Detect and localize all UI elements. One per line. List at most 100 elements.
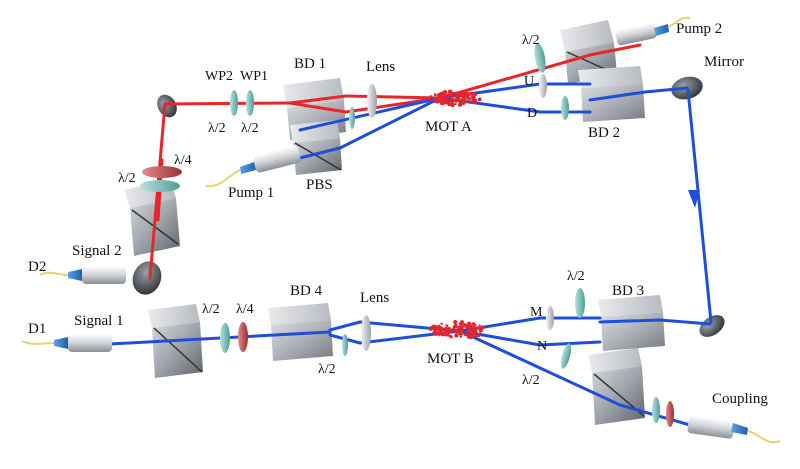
lens-bottom [361, 315, 371, 351]
label-mot-b: MOT B [427, 351, 474, 367]
atom-dot [468, 98, 471, 101]
label-half-wave-wp2: λ/2 [208, 121, 226, 136]
atom-dot [476, 333, 481, 338]
u-waveplate [539, 74, 547, 98]
label-quarter-wave-signal2: λ/4 [174, 153, 192, 168]
label-quarter-wave-signal1: λ/4 [236, 302, 254, 317]
label-n: N [537, 339, 548, 354]
atom-dot [449, 335, 453, 339]
atom-dot [461, 100, 466, 106]
signal2-quarter-wave-plate [142, 166, 182, 178]
atom-dot [442, 327, 446, 331]
label-mirror: Mirror [704, 54, 744, 70]
atom-dot [478, 97, 482, 101]
label-bd3: BD 3 [612, 283, 645, 299]
atom-dot [428, 98, 432, 101]
label-wp2: WP2 [205, 69, 233, 84]
mirror-top-left [157, 94, 177, 118]
mot-a-atom-cloud [428, 89, 482, 108]
atom-dot [440, 101, 445, 106]
atom-dot [445, 324, 448, 327]
atom-dot [454, 92, 457, 95]
signal2-fiber-coupler [39, 266, 126, 284]
label-half-wave-bd3: λ/2 [567, 269, 585, 284]
coupling-waveplate-2 [666, 401, 674, 427]
atom-dot [478, 326, 482, 331]
label-d1: D1 [28, 321, 47, 337]
atom-dot [466, 334, 471, 339]
atom-dot [434, 331, 439, 336]
bd4-half-wave-plate [342, 334, 348, 356]
atom-dot [440, 95, 444, 98]
atom-dot [459, 103, 462, 106]
atom-dot [433, 93, 437, 97]
atom-dot [438, 326, 444, 332]
wp2-waveplate [230, 90, 238, 116]
label-u: U [524, 74, 535, 89]
label-bd4: BD 4 [290, 283, 323, 299]
atom-dot [468, 328, 471, 331]
atom-dot [460, 328, 463, 332]
label-half-wave-n: λ/2 [522, 373, 540, 388]
label-signal-1: Signal 1 [74, 313, 124, 329]
atom-dot [432, 324, 437, 329]
atom-dot [457, 97, 461, 102]
d-waveplate [561, 96, 569, 120]
pump1-fiber-coupler [205, 145, 301, 188]
atom-dot [453, 323, 458, 329]
label-half-wave-wp1: λ/2 [241, 121, 259, 136]
atom-dot [449, 100, 452, 103]
wp1-waveplate [246, 90, 254, 116]
signal1-half-wave-plate [220, 323, 230, 353]
atom-dot [438, 334, 441, 337]
atom-dot [461, 91, 465, 95]
atom-dot [453, 329, 457, 332]
label-half-wave-bd4: λ/2 [318, 362, 336, 377]
mirror-signal-2 [132, 261, 162, 295]
label-pbs: PBS [306, 177, 333, 193]
atom-dot [469, 91, 474, 96]
atom-dot [474, 93, 478, 97]
atom-dot [478, 324, 481, 327]
atom-dot [466, 99, 470, 103]
atom-dot [451, 100, 455, 104]
coupling-waveplate-1 [652, 397, 660, 423]
beam-direction-arrow [688, 190, 700, 208]
atom-dot [440, 322, 443, 325]
atom-dot [459, 335, 463, 338]
m-waveplate [546, 306, 554, 330]
atom-dot [440, 332, 445, 337]
coupling-pbs-cube [588, 348, 645, 425]
atom-dot [458, 322, 462, 326]
label-pump-1: Pump 1 [228, 185, 275, 201]
label-mot-a: MOT A [425, 119, 472, 135]
label-lens-top: Lens [366, 59, 396, 75]
atom-dot [451, 98, 454, 101]
atom-dot [428, 327, 432, 331]
signal1-fiber-coupler [21, 334, 112, 352]
label-half-wave-pump2: λ/2 [522, 33, 540, 48]
pump2-fiber-coupler [615, 16, 691, 46]
atom-dot [429, 95, 433, 98]
atom-dot [445, 99, 451, 105]
atom-dot [466, 92, 471, 97]
label-half-wave-signal1: λ/2 [202, 302, 220, 317]
coupling-fiber-coupler [687, 415, 781, 444]
signal2-half-wave-plate [140, 180, 180, 192]
atom-dot [458, 331, 463, 336]
pump2-half-wave-plate [534, 43, 546, 73]
atom-dot [454, 102, 457, 106]
atom-dot [442, 90, 448, 95]
label-bd1: BD 1 [294, 56, 327, 72]
pbs-cube [290, 120, 342, 175]
atom-dot [471, 98, 476, 104]
atom-dot [476, 326, 479, 330]
label-half-wave-signal2: λ/2 [118, 171, 136, 186]
label-signal-2: Signal 2 [72, 243, 122, 259]
signal1-pbs-cube [148, 304, 203, 378]
n-half-wave-plate [560, 343, 572, 369]
label-coupling: Coupling [712, 391, 768, 407]
atom-dot [455, 333, 459, 337]
atom-dot [471, 328, 475, 333]
